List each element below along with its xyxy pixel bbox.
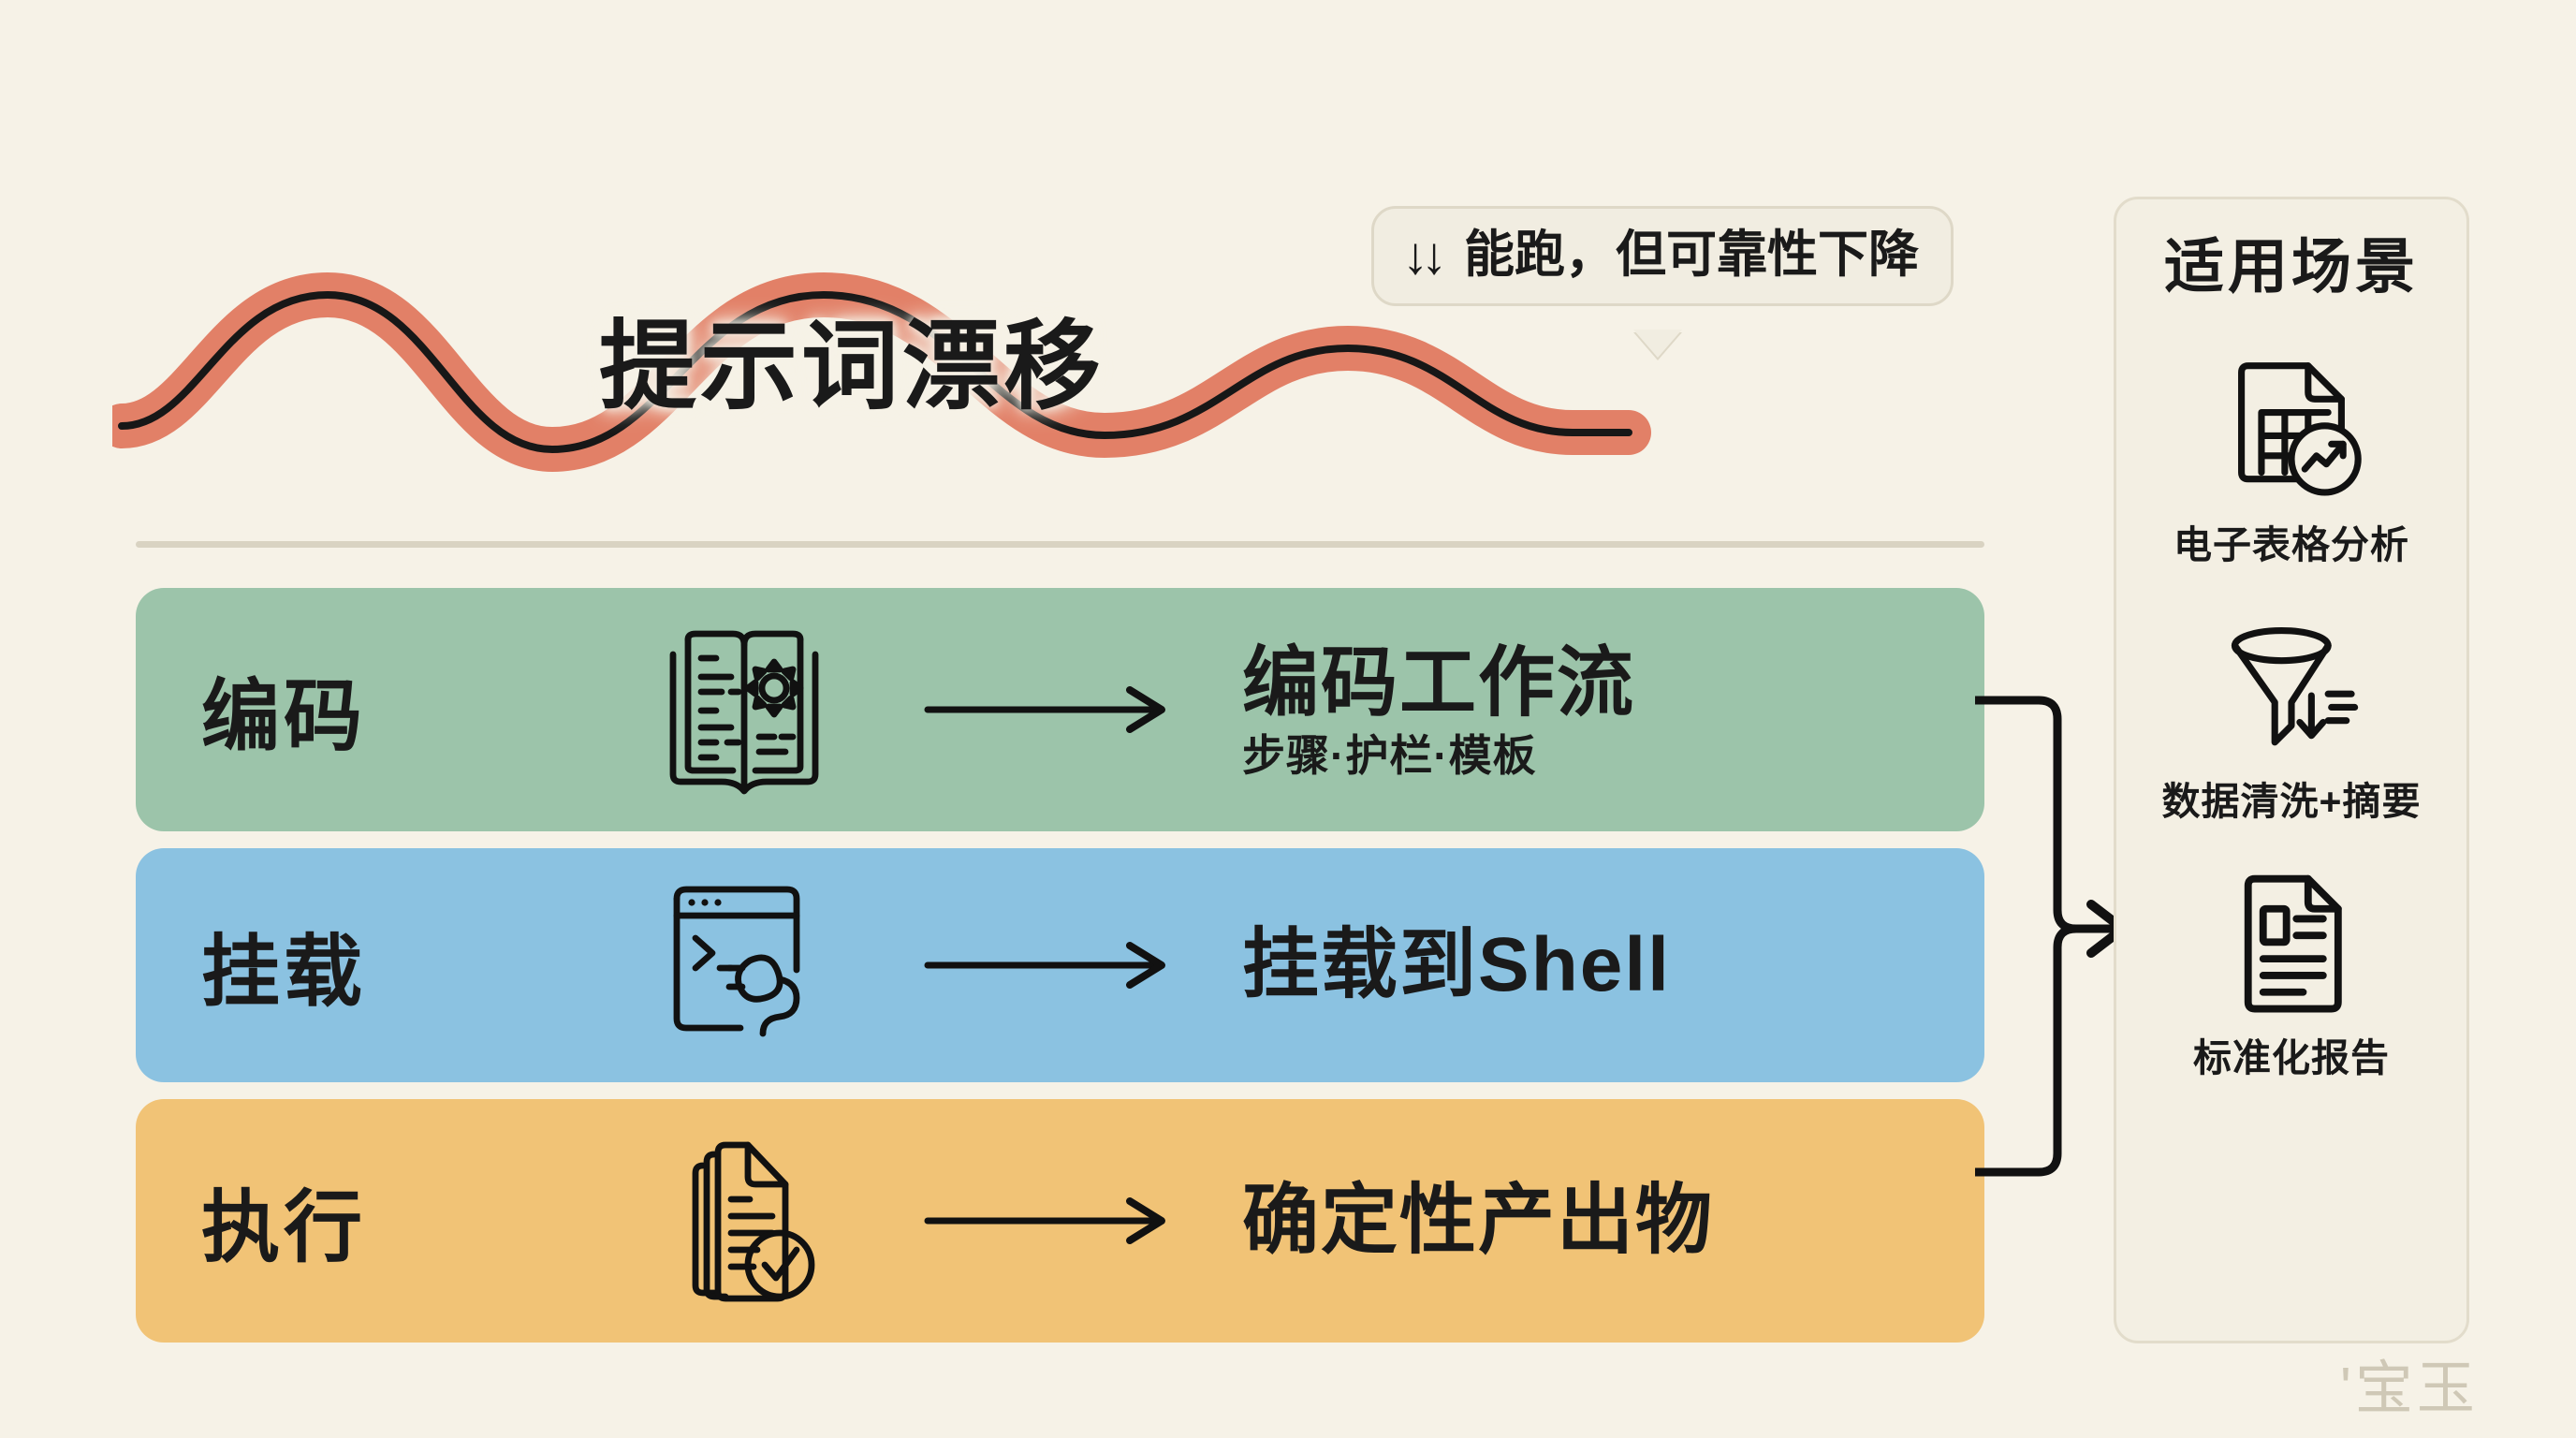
scenarios-panel-title: 适用场景	[2164, 233, 2419, 301]
scenario-label-spreadsheet: 电子表格分析	[2174, 523, 2409, 566]
output-mount: 挂载到Shell	[1222, 921, 1984, 1007]
output-execute: 确定性产出物	[1222, 1177, 1984, 1263]
page-title: 提示词漂移	[599, 313, 1105, 421]
documents-check-icon	[604, 1132, 885, 1310]
pipeline-row-execute: 执行 确定性产出物	[136, 1099, 1984, 1343]
stage-label-execute: 执行	[201, 1182, 367, 1271]
book-gear-icon	[604, 621, 885, 799]
output-mount-title: 挂载到Shell	[1242, 921, 1671, 1007]
stage-label-encode: 编码	[201, 671, 367, 760]
pipeline-row-mount: 挂载 挂载到Shell	[136, 848, 1984, 1082]
funnel-summary-icon	[2208, 606, 2375, 770]
scenario-item-spreadsheet: 电子表格分析	[2174, 349, 2409, 565]
scenario-item-report: 标准化报告	[2193, 862, 2390, 1078]
scenarios-panel: 适用场景 电子表格分析	[2114, 197, 2469, 1343]
section-divider	[136, 541, 1984, 548]
output-encode: 编码工作流 步骤·护栏·模板	[1222, 639, 1984, 781]
merge-bracket-arrow-icon	[1975, 696, 2128, 1177]
terminal-plug-icon	[604, 876, 885, 1054]
reliability-callout-text: 能跑，但可靠性下降	[1464, 227, 1919, 283]
output-execute-title: 确定性产出物	[1242, 1177, 1715, 1263]
stage-label-mount: 挂载	[201, 927, 367, 1016]
spreadsheet-trend-icon	[2208, 349, 2375, 513]
scenario-label-report: 标准化报告	[2193, 1036, 2390, 1079]
report-document-icon	[2208, 862, 2375, 1026]
output-encode-title: 编码工作流	[1242, 639, 1636, 726]
output-encode-subtitle: 步骤·护栏·模板	[1242, 731, 1537, 781]
right-arrow-icon-execute	[885, 1193, 1222, 1249]
scenario-label-data-cleaning: 数据清洗+摘要	[2161, 780, 2422, 823]
right-arrow-icon-mount	[885, 937, 1222, 993]
reliability-callout: ↓↓ 能跑，但可靠性下降	[1371, 206, 1954, 307]
double-down-arrow-icon: ↓↓	[1402, 225, 1447, 285]
watermark: '宝玉	[2340, 1357, 2479, 1421]
pipeline-row-encode: 编码 编码工作流 步骤·护栏·模板	[136, 588, 1984, 831]
right-arrow-icon-encode	[885, 682, 1222, 738]
scenario-item-data-cleaning: 数据清洗+摘要	[2162, 606, 2422, 821]
callout-tail	[1633, 330, 1682, 358]
